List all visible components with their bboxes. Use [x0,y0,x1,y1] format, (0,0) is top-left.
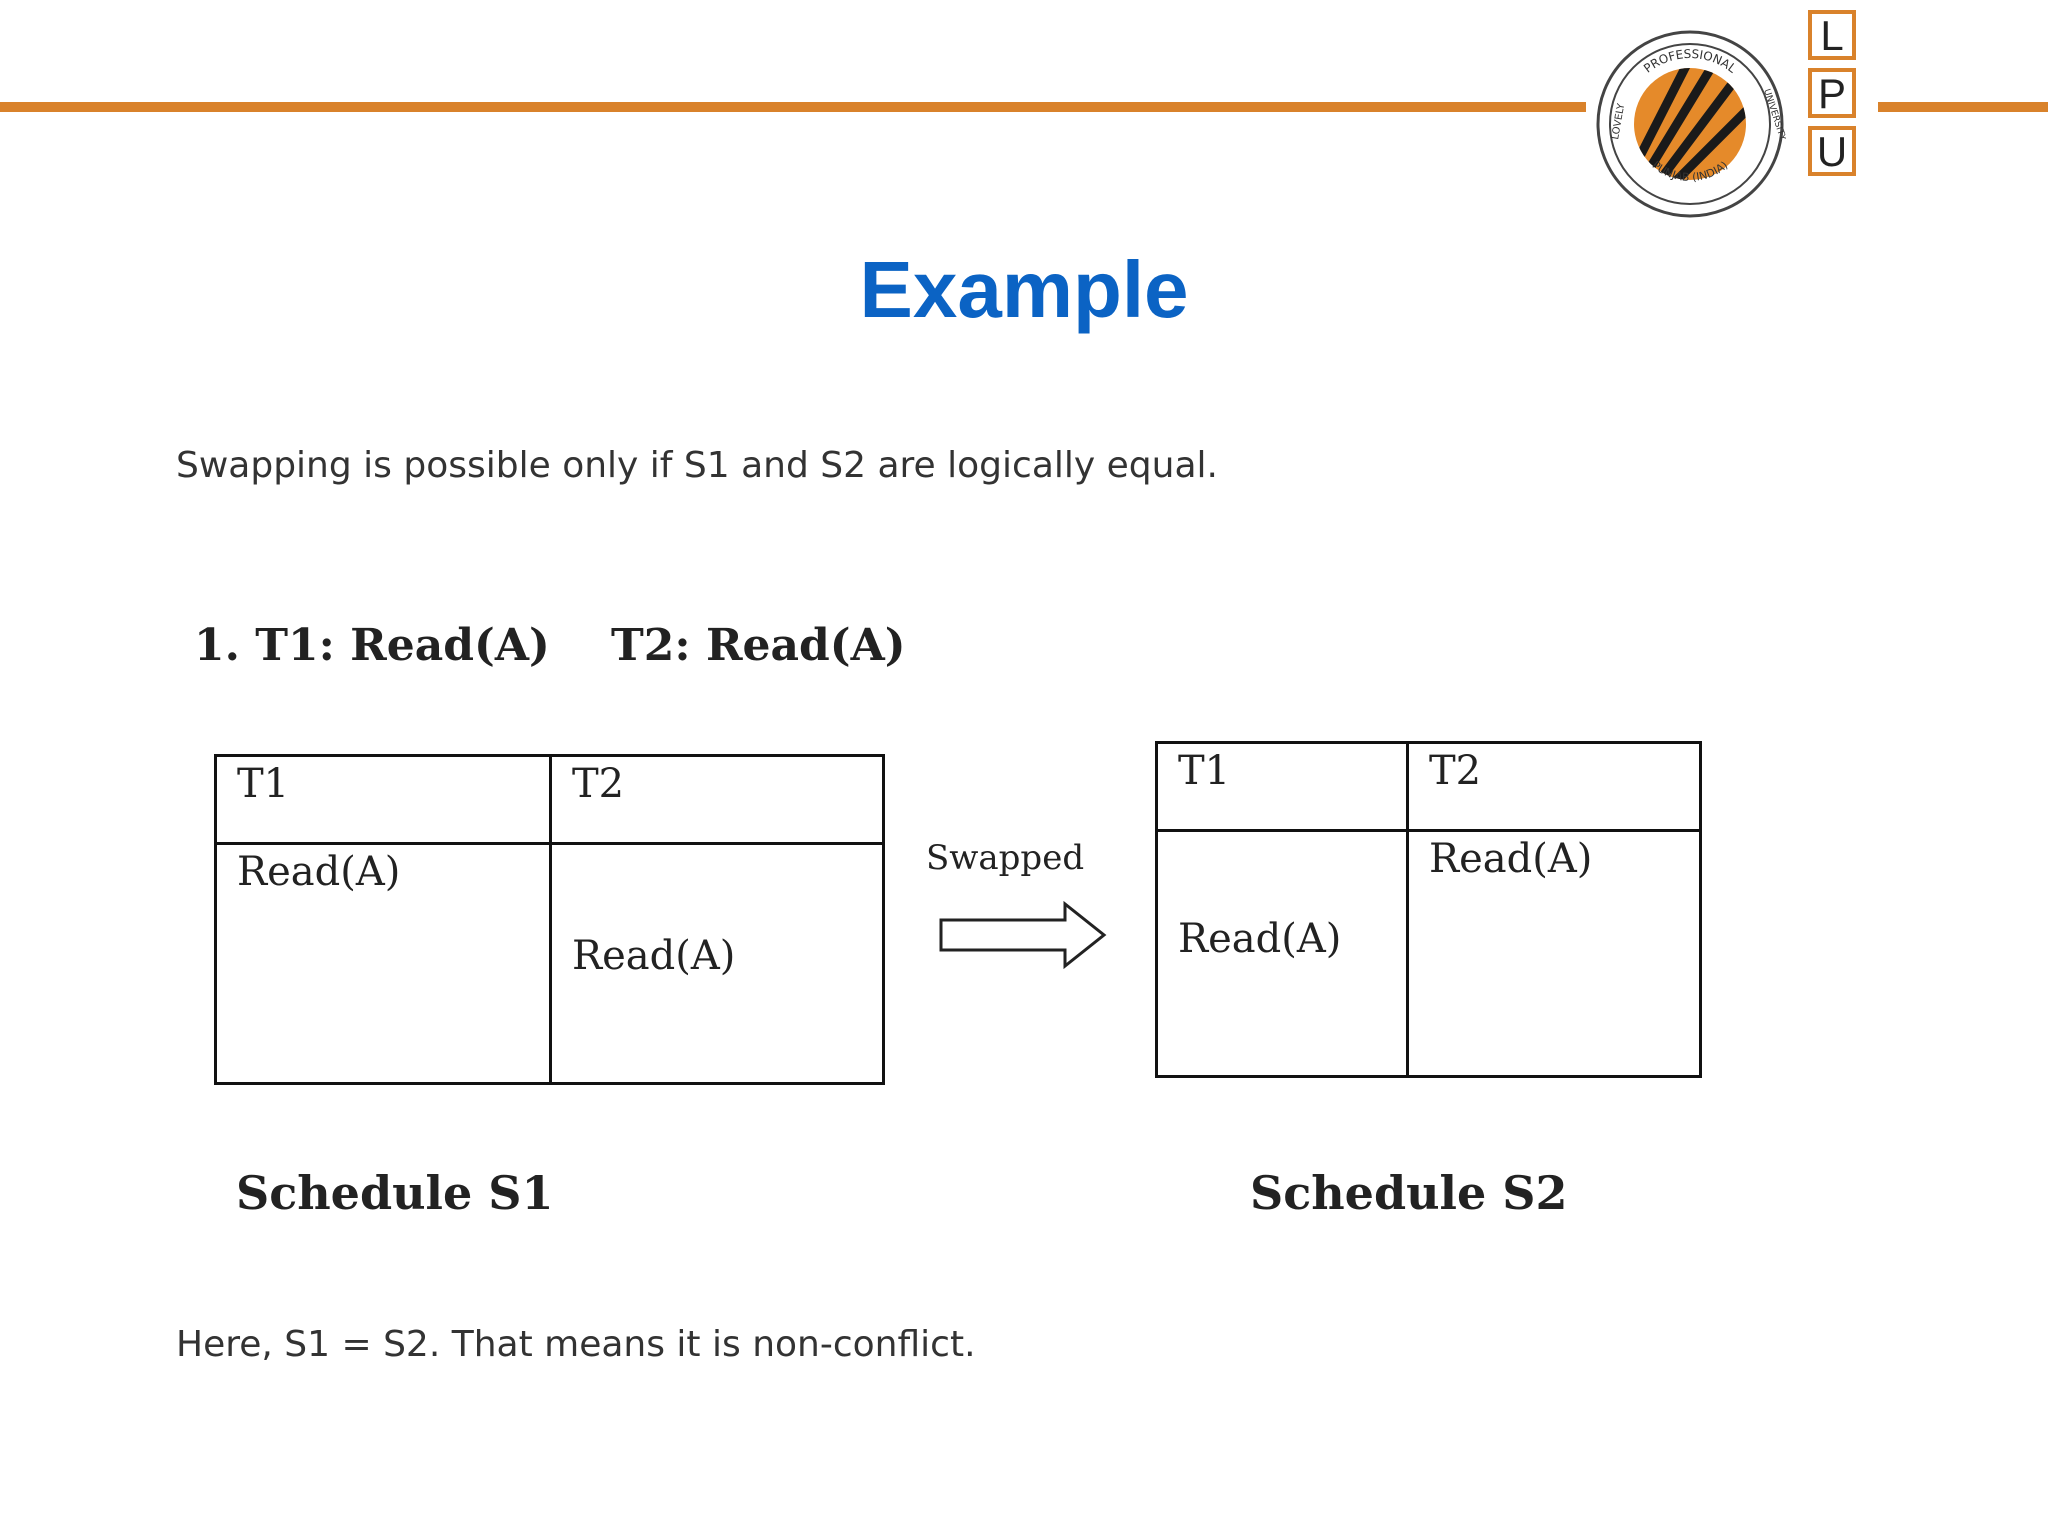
schedule-s1-caption: Schedule S1 [236,1166,554,1220]
s2-t1-operation: Read(A) [1155,829,1409,1078]
lpu-letter-logo: L P U [1808,10,1864,184]
conclusion-text: Here, S1 = S2. That means it is non-conf… [176,1324,976,1365]
s1-header-t1: T1 [214,754,552,845]
logo-letter-p: P [1808,68,1856,118]
right-arrow-icon [939,900,1107,970]
s1-t1-operation: Read(A) [214,842,552,1085]
swapped-label: Swapped [926,838,1085,878]
s2-header-t2: T2 [1406,741,1702,832]
logo-letter-u: U [1808,126,1856,176]
s1-t2-operation: Read(A) [549,842,885,1085]
schedule-s2-table: T1 T2 Read(A) Read(A) [1155,741,1702,1078]
header-rule-left [0,102,1586,112]
logo-letter-l: L [1808,10,1856,60]
schedule-s1-table: T1 T2 Read(A) Read(A) [214,754,885,1085]
intro-text: Swapping is possible only if S1 and S2 a… [176,445,1218,486]
case-heading: 1. T1: Read(A) T2: Read(A) [194,620,906,671]
s2-t2-operation: Read(A) [1406,829,1702,1078]
university-seal-logo: PROFESSIONAL PUNJAB (INDIA) LOVELY UNIVE… [1596,30,1786,218]
schedule-s2-caption: Schedule S2 [1250,1166,1568,1220]
s1-header-t2: T2 [549,754,885,845]
header-rule-right [1878,102,2048,112]
s2-header-t1: T1 [1155,741,1409,832]
slide-title: Example [859,245,1189,334]
